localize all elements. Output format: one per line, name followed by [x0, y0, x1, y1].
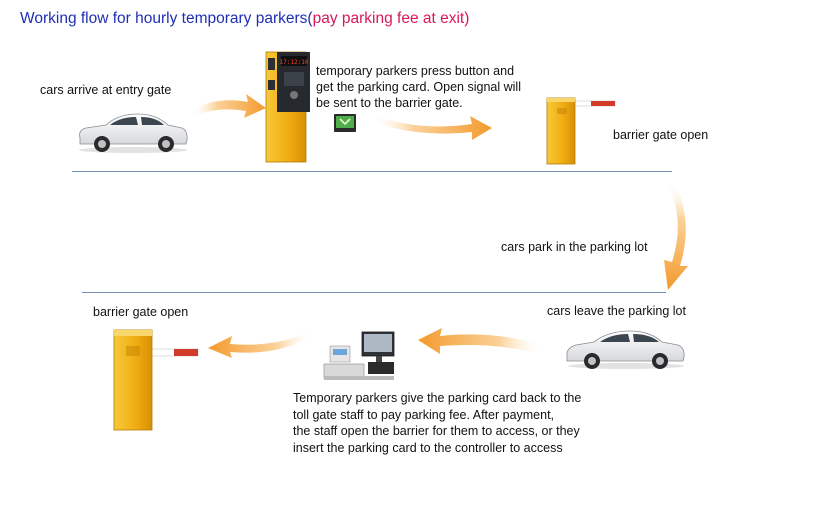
ticket-dispenser-icon: 17:12:10 — [265, 51, 310, 163]
step-cars-arrive: cars arrive at entry gate — [40, 83, 172, 97]
bottom-divider — [82, 292, 666, 293]
step-entry-card: temporary parkers press button and get t… — [316, 63, 521, 111]
flow-arrow-icon — [208, 330, 314, 358]
title-main: Working flow for hourly temporary parker… — [20, 10, 313, 27]
barrier-gate-icon — [546, 97, 616, 165]
exit-pay-line3: the staff open the barrier for them to a… — [293, 424, 580, 438]
flow-arrow-icon — [190, 94, 266, 118]
entry-card-line2: get the parking card. Open signal will — [316, 80, 521, 94]
title-highlight: pay parking fee at exit) — [312, 10, 470, 27]
top-divider — [72, 171, 672, 172]
page-title: Working flow for hourly temporary parker… — [20, 10, 469, 28]
toll-computer-icon — [323, 331, 395, 380]
entry-card-line1: temporary parkers press button and — [316, 64, 515, 78]
card-reader-icon — [334, 114, 356, 132]
entry-card-line3: be sent to the barrier gate. — [316, 96, 463, 110]
flow-arrow-icon — [418, 328, 544, 354]
step-entry-gate-open: barrier gate open — [613, 128, 709, 142]
exit-pay-line1: Temporary parkers give the parking card … — [293, 391, 582, 405]
step-exit-pay: Temporary parkers give the parking card … — [293, 390, 581, 456]
exit-pay-line4: insert the parking card to the controlle… — [293, 440, 563, 455]
car-icon — [79, 113, 188, 153]
flow-arrow-icon — [370, 114, 492, 140]
flow-arrow-icon — [664, 180, 688, 290]
car-icon — [566, 330, 685, 369]
step-exit-gate-open: barrier gate open — [93, 305, 189, 319]
dispenser-display: 17:12:10 — [280, 59, 309, 66]
step-park: cars park in the parking lot — [501, 240, 648, 254]
barrier-gate-icon — [113, 329, 199, 431]
exit-pay-line2: toll gate staff to pay parking fee. Afte… — [293, 407, 555, 422]
step-leave: cars leave the parking lot — [547, 304, 686, 318]
